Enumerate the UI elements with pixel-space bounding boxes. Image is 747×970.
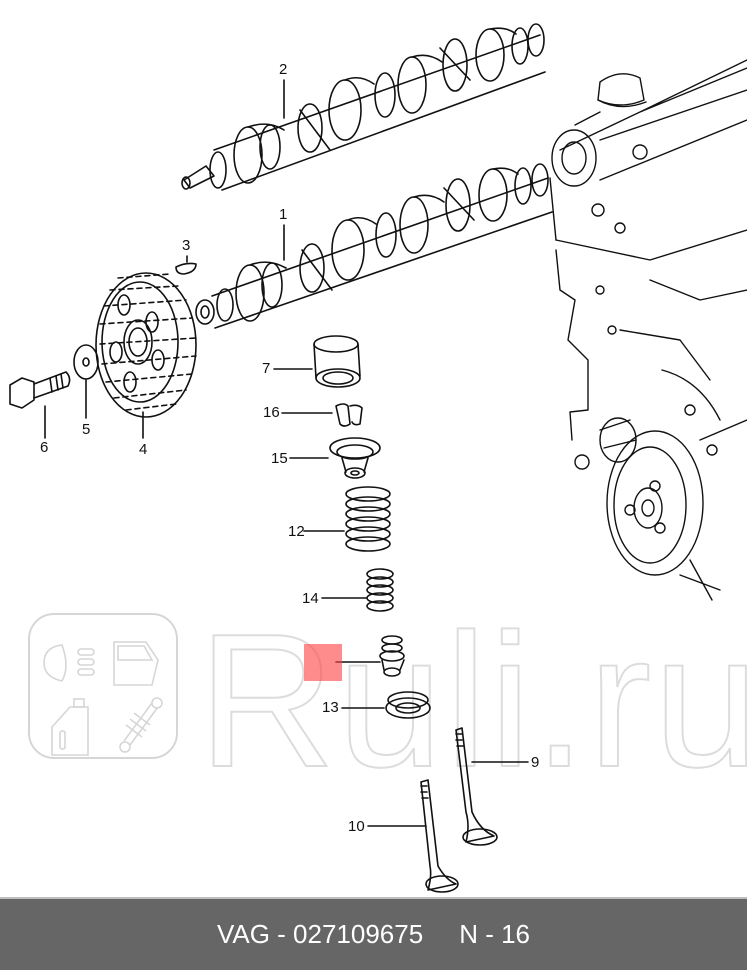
callout-4[interactable]: 4 [139, 441, 148, 458]
callout-1[interactable]: 1 [279, 206, 288, 223]
tappet-drawing [313, 335, 361, 388]
part-info-footer: VAG - 027109675 N - 16 [0, 897, 747, 970]
callout-14[interactable]: 15 [271, 450, 288, 467]
spring-cap-drawing [329, 437, 381, 479]
diagram-position: N - 16 [459, 919, 531, 949]
callout-15[interactable]: 16 [263, 404, 280, 421]
camshaft-1-drawing [195, 163, 553, 329]
camshaft-2-drawing [181, 23, 546, 191]
callout-7[interactable]: 7 [262, 360, 271, 377]
valve-10-drawing [420, 779, 459, 893]
callout-5[interactable]: 5 [82, 421, 91, 438]
highlight-marker [304, 644, 342, 681]
callout-6[interactable]: 6 [40, 439, 49, 456]
outer-spring-drawing [345, 486, 391, 552]
callout-9[interactable]: 9 [531, 754, 540, 771]
spring-seat-drawing [385, 691, 431, 719]
valve-stem-seal-drawing [379, 635, 405, 677]
callout-12[interactable]: 13 [322, 699, 339, 716]
callout-13[interactable]: 14 [302, 590, 319, 607]
callout-10[interactable]: 10 [348, 818, 365, 835]
woodruff-key-drawing [175, 262, 197, 275]
engine-block-drawing [549, 59, 747, 601]
toothed-pulley-drawing [95, 272, 197, 418]
callout-3[interactable]: 3 [182, 237, 191, 254]
inner-spring-drawing [366, 568, 394, 612]
callout-11[interactable]: 12 [288, 523, 305, 540]
watermark-logo [28, 613, 178, 759]
callout-2[interactable]: 2 [279, 61, 288, 78]
valve-9-drawing [455, 727, 498, 846]
bolt-drawing [9, 371, 71, 409]
exploded-view-drawing [9, 23, 747, 893]
washer-drawing [73, 344, 99, 380]
brand-part-number: VAG - 027109675 [216, 919, 424, 949]
parts-diagram: Ruli.ru [9, 23, 747, 893]
car-parts-icon [43, 641, 163, 756]
